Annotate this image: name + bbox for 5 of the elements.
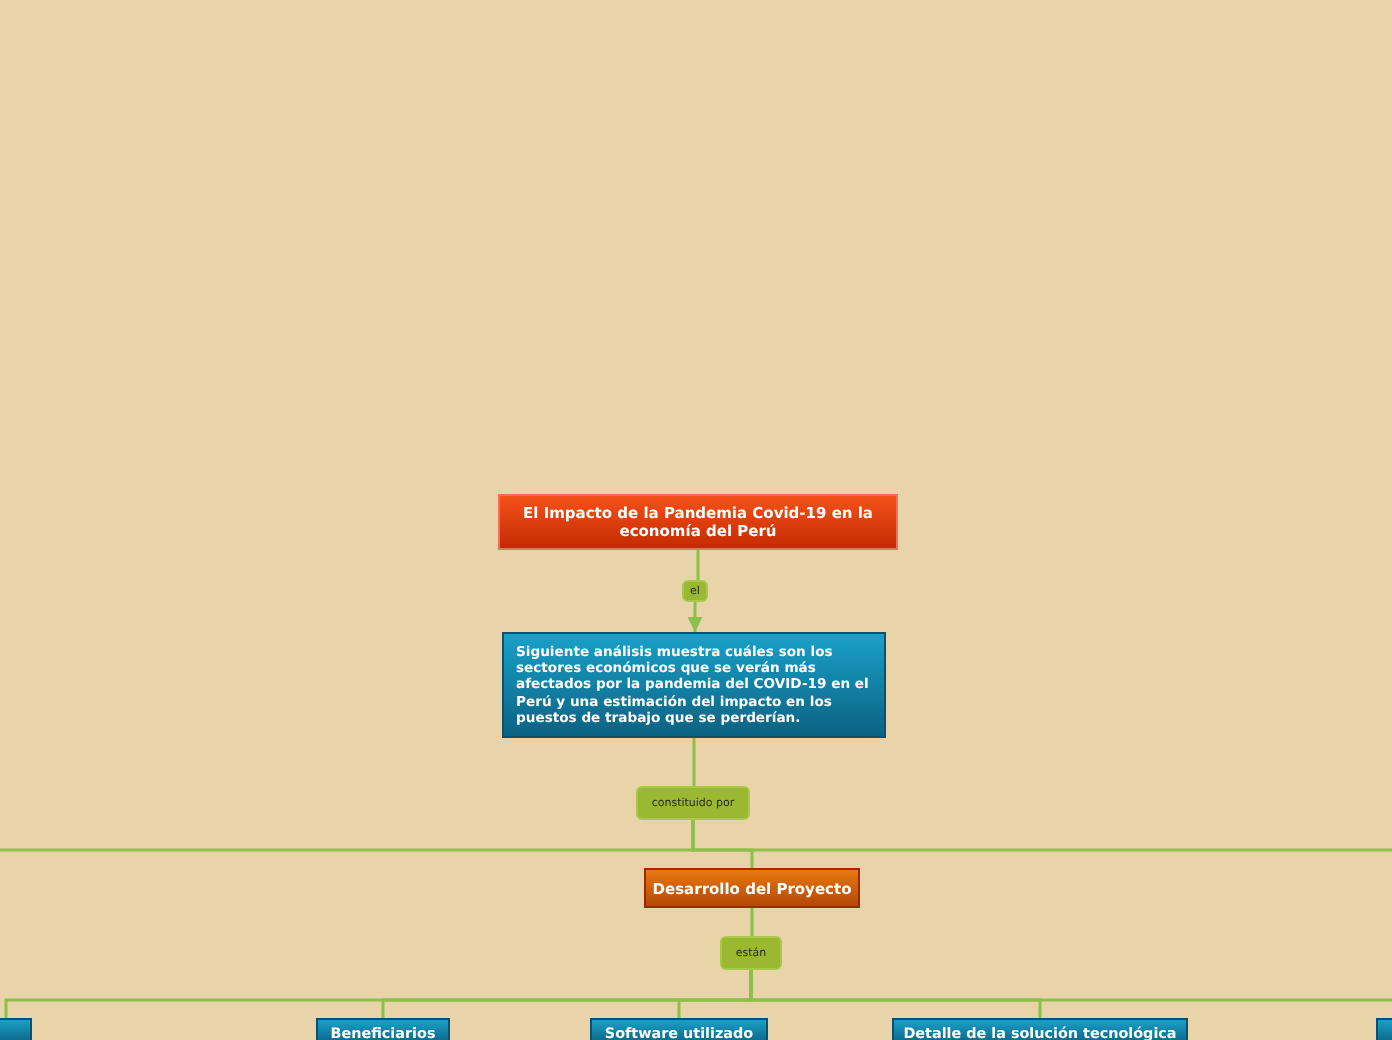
connector [687,602,703,632]
connector [691,820,1392,852]
connector [696,550,700,580]
connector [692,738,696,786]
connector [750,908,754,936]
